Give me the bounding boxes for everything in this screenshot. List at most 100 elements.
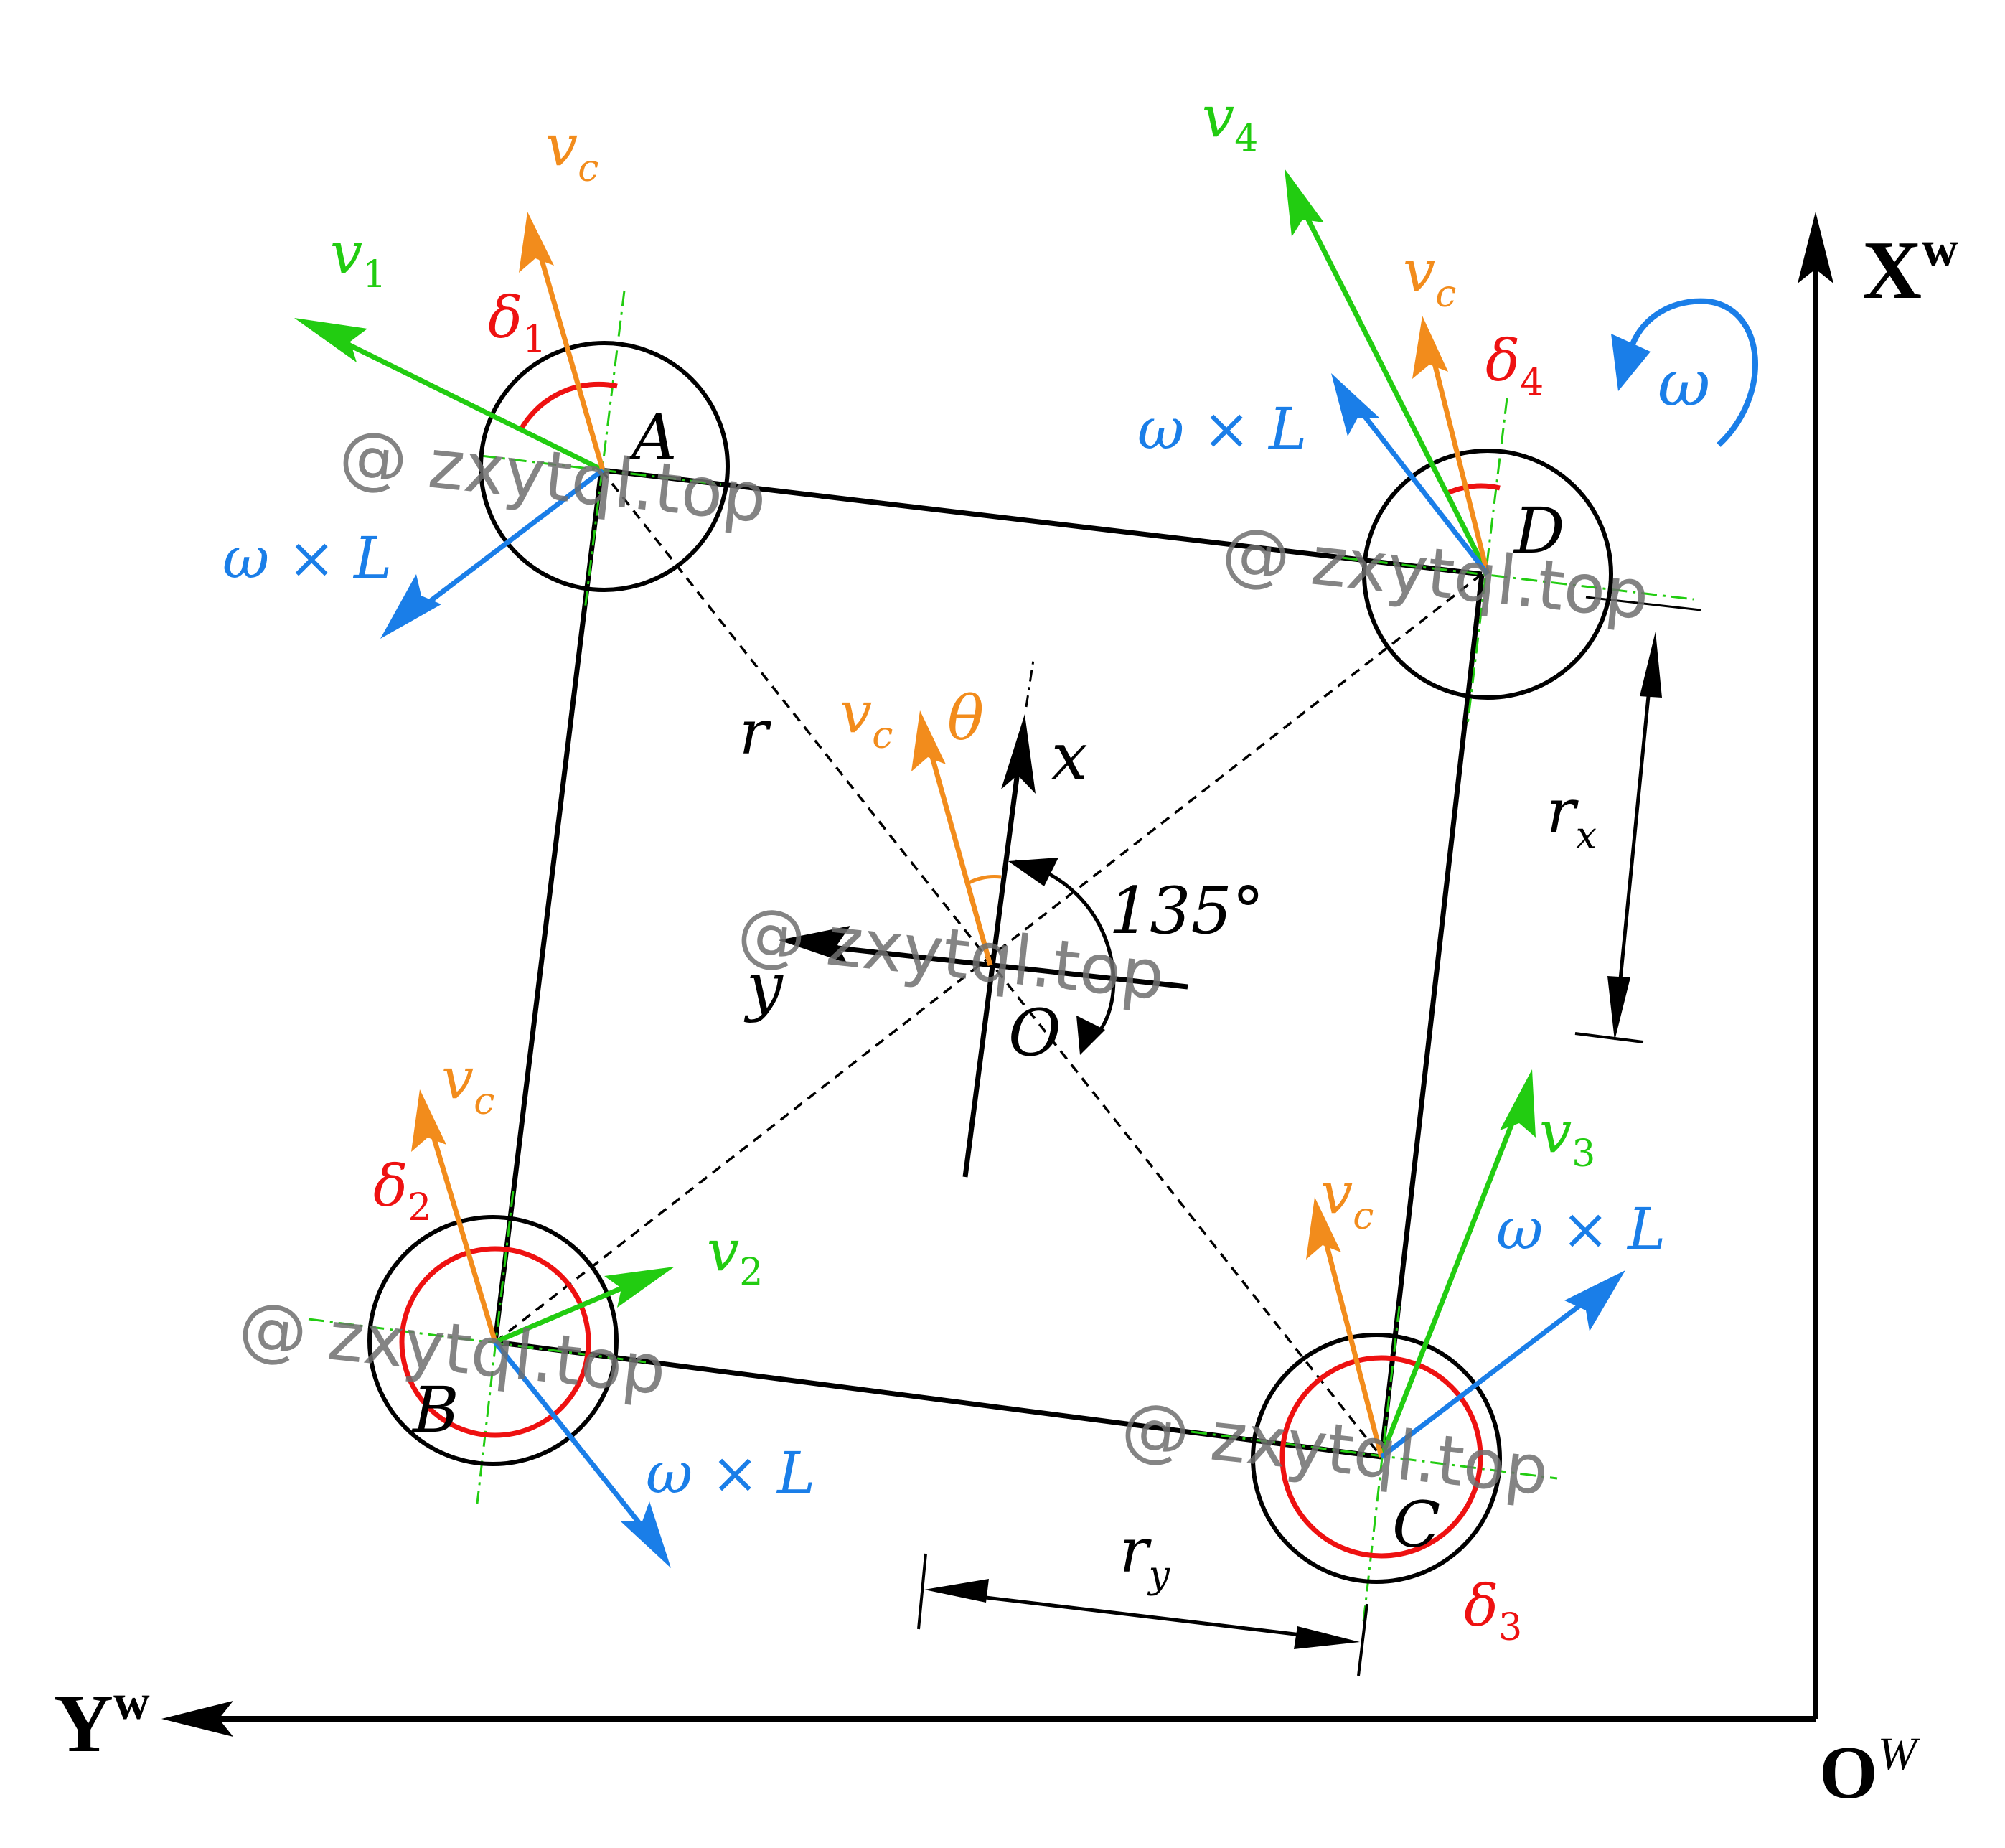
center-vc-arrowhead [911, 710, 946, 771]
angle-135-label: 135° [1109, 873, 1264, 949]
C-wxL-arrowhead [1564, 1270, 1625, 1331]
body-x-label: x [1051, 719, 1088, 794]
B-delta2-label: δ2 [373, 1153, 431, 1229]
D-vc-arrowhead [732, 316, 1430, 379]
C-v3-label: v3 [1539, 1099, 1595, 1176]
center-vc-label: vc [840, 679, 893, 757]
edge-AD [601, 467, 1483, 577]
angle-135-arrowhead-bottom [1076, 1016, 1105, 1055]
ry-tick-left [917, 1553, 927, 1630]
B-vc-arrowhead [411, 1089, 446, 1152]
theta-arc [967, 875, 1002, 885]
wheels [367, 341, 1613, 1584]
A-wxL-arrow [407, 468, 605, 619]
D-wxL-arrow [1354, 403, 1490, 576]
D-v4-label: v4 [1202, 83, 1258, 160]
delta3-arc [1279, 1355, 1483, 1559]
body-x-axis [962, 760, 1022, 1178]
delta1-arc [517, 381, 618, 432]
world-y-label: Yw [54, 1675, 150, 1769]
D-vc-label: vc [1403, 238, 1456, 316]
rx-arrowhead-top [1640, 632, 1662, 698]
A-wxL-arrowhead [380, 574, 441, 639]
body-y-axis [817, 943, 1188, 990]
C-delta3-label: δ3 [1464, 1572, 1522, 1649]
C-wxL-arrow [1379, 1293, 1595, 1459]
world-y-arrowhead [161, 1701, 233, 1737]
body-y-arrowhead [779, 926, 850, 963]
r-label: r [739, 698, 771, 769]
dimension-rx: rx [1546, 596, 1701, 1043]
wheel-A-vectors: A v1 vc δ1 ω × L [222, 112, 677, 639]
A-name-label: A [626, 400, 677, 474]
wheel-D [1362, 449, 1613, 700]
B-v2-arrow [494, 1278, 640, 1345]
body-y-label: y [743, 949, 784, 1024]
A-vc-label: vc [545, 112, 598, 190]
body-x-extension [1025, 660, 1035, 708]
C-name-label: C [1392, 1488, 1440, 1562]
A-vc-arrow [535, 247, 606, 471]
B-vc-label: vc [441, 1045, 494, 1123]
body-origin-label: O [1008, 995, 1061, 1071]
D-vc-arrowhead-solid [1412, 316, 1448, 379]
rx-tick [1574, 1032, 1644, 1043]
B-name-label: B [411, 1373, 459, 1447]
B-vc-arrow [428, 1125, 498, 1343]
B-wxL-arrow [493, 1340, 652, 1538]
D-wxL-label: ω × L [1137, 395, 1307, 462]
A-delta1-label: δ1 [488, 284, 546, 361]
theta-label: θ [947, 683, 984, 754]
wheel-D-vectors: D v4 vc δ4 ω × L [732, 83, 1565, 576]
angle-135-arc [1015, 859, 1116, 1042]
angle-135-arrowhead-top [1008, 858, 1058, 886]
body-frame: x y O 135° θ r vc [739, 660, 1264, 1178]
delta2-arc [399, 1246, 591, 1438]
world-origin-label: OW [1819, 1728, 1921, 1814]
D-v4-arrowhead [1285, 169, 1324, 237]
watermark-D: @ zxytql.top [1219, 512, 1653, 635]
rx-arrowhead-bottom [1607, 976, 1630, 1041]
D-vc-arrow [1429, 351, 1490, 575]
ry-label: ry [1119, 1516, 1170, 1597]
D-delta4-label: δ4 [1485, 327, 1544, 404]
omega-label: ω [1658, 346, 1710, 421]
body-x-arrowhead [1001, 714, 1036, 794]
ry-tick-right [1357, 1603, 1368, 1676]
centerline-B-vert [476, 1191, 515, 1504]
wheel-B [367, 1215, 619, 1466]
watermark-A: @ zxytql.top [336, 415, 771, 538]
B-wxL-arrowhead [621, 1501, 671, 1568]
delta4-arc [1445, 483, 1501, 497]
centerline-D-vert [1466, 398, 1508, 726]
D-v4-arrow [1300, 207, 1490, 576]
C-wxL-label: ω × L [1496, 1196, 1666, 1262]
steering-angle-arcs [399, 381, 1501, 1559]
D-name-label: D [1513, 494, 1565, 568]
wheel-C [1251, 1333, 1502, 1584]
C-vc-arrow [1321, 1234, 1384, 1458]
omega-arc-arrowhead [1611, 334, 1651, 391]
rx-ext-top [1585, 596, 1701, 611]
A-v1-arrowhead [294, 318, 367, 362]
ry-dimension-line [961, 1593, 1314, 1638]
wheel-C-vectors: C v3 vc δ3 ω × L [1306, 1069, 1666, 1649]
world-x-label: Xw [1862, 222, 1958, 316]
omega-rotation-indicator: ω [1611, 298, 1758, 447]
C-vc-label: vc [1320, 1160, 1374, 1238]
wheel-A [479, 341, 730, 592]
ry-arrowhead-left [924, 1579, 989, 1603]
C-v3-arrow [1379, 1107, 1521, 1458]
A-v1-arrow [332, 334, 604, 473]
wheel-B-vectors: B v2 vc δ2 ω × L [373, 1045, 815, 1568]
dimension-ry: ry [917, 1516, 1368, 1676]
world-axes: Xw Yw OW [54, 212, 1958, 1814]
B-wxL-label: ω × L [646, 1440, 815, 1506]
A-wxL-label: ω × L [222, 525, 392, 591]
rx-label: rx [1546, 777, 1597, 858]
rx-dimension-line [1616, 674, 1653, 1002]
C-vc-arrowhead [1306, 1197, 1341, 1260]
B-v2-arrowhead [604, 1267, 675, 1308]
A-v1-label: v1 [330, 220, 386, 296]
